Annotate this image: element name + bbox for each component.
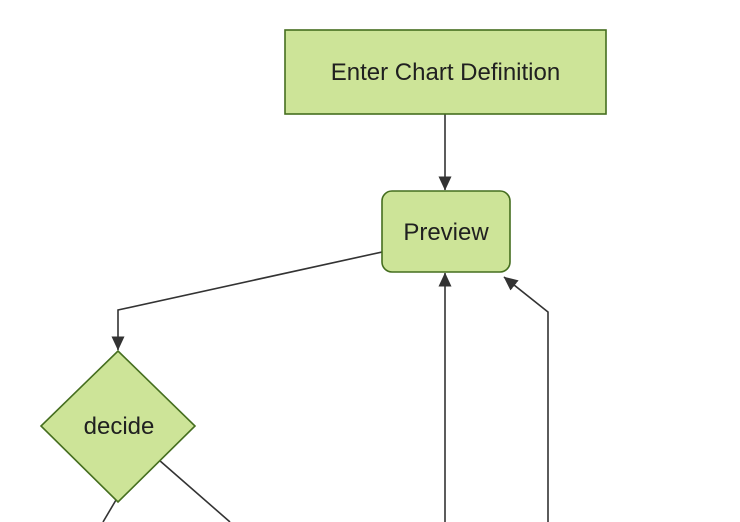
edge-preview-to-decide bbox=[111, 251, 383, 351]
node-enter-chart-definition-shape bbox=[284, 29, 607, 115]
node-decide: decide bbox=[39, 349, 197, 504]
edge-decide-to-offscreen-right bbox=[158, 459, 231, 522]
node-enter-chart-definition-label: Enter Chart Definition bbox=[331, 59, 560, 86]
node-enter-chart-definition: Enter Chart Definition bbox=[284, 29, 607, 115]
edge-offscreen-to-preview-corner bbox=[503, 276, 549, 522]
node-decide-label: decide bbox=[84, 413, 155, 440]
edge-decide-to-offscreen-left bbox=[102, 499, 117, 522]
node-decide-shape bbox=[39, 349, 197, 504]
node-preview-label: Preview bbox=[403, 219, 489, 246]
node-preview-shape bbox=[381, 190, 511, 273]
node-preview: Preview bbox=[381, 190, 511, 273]
